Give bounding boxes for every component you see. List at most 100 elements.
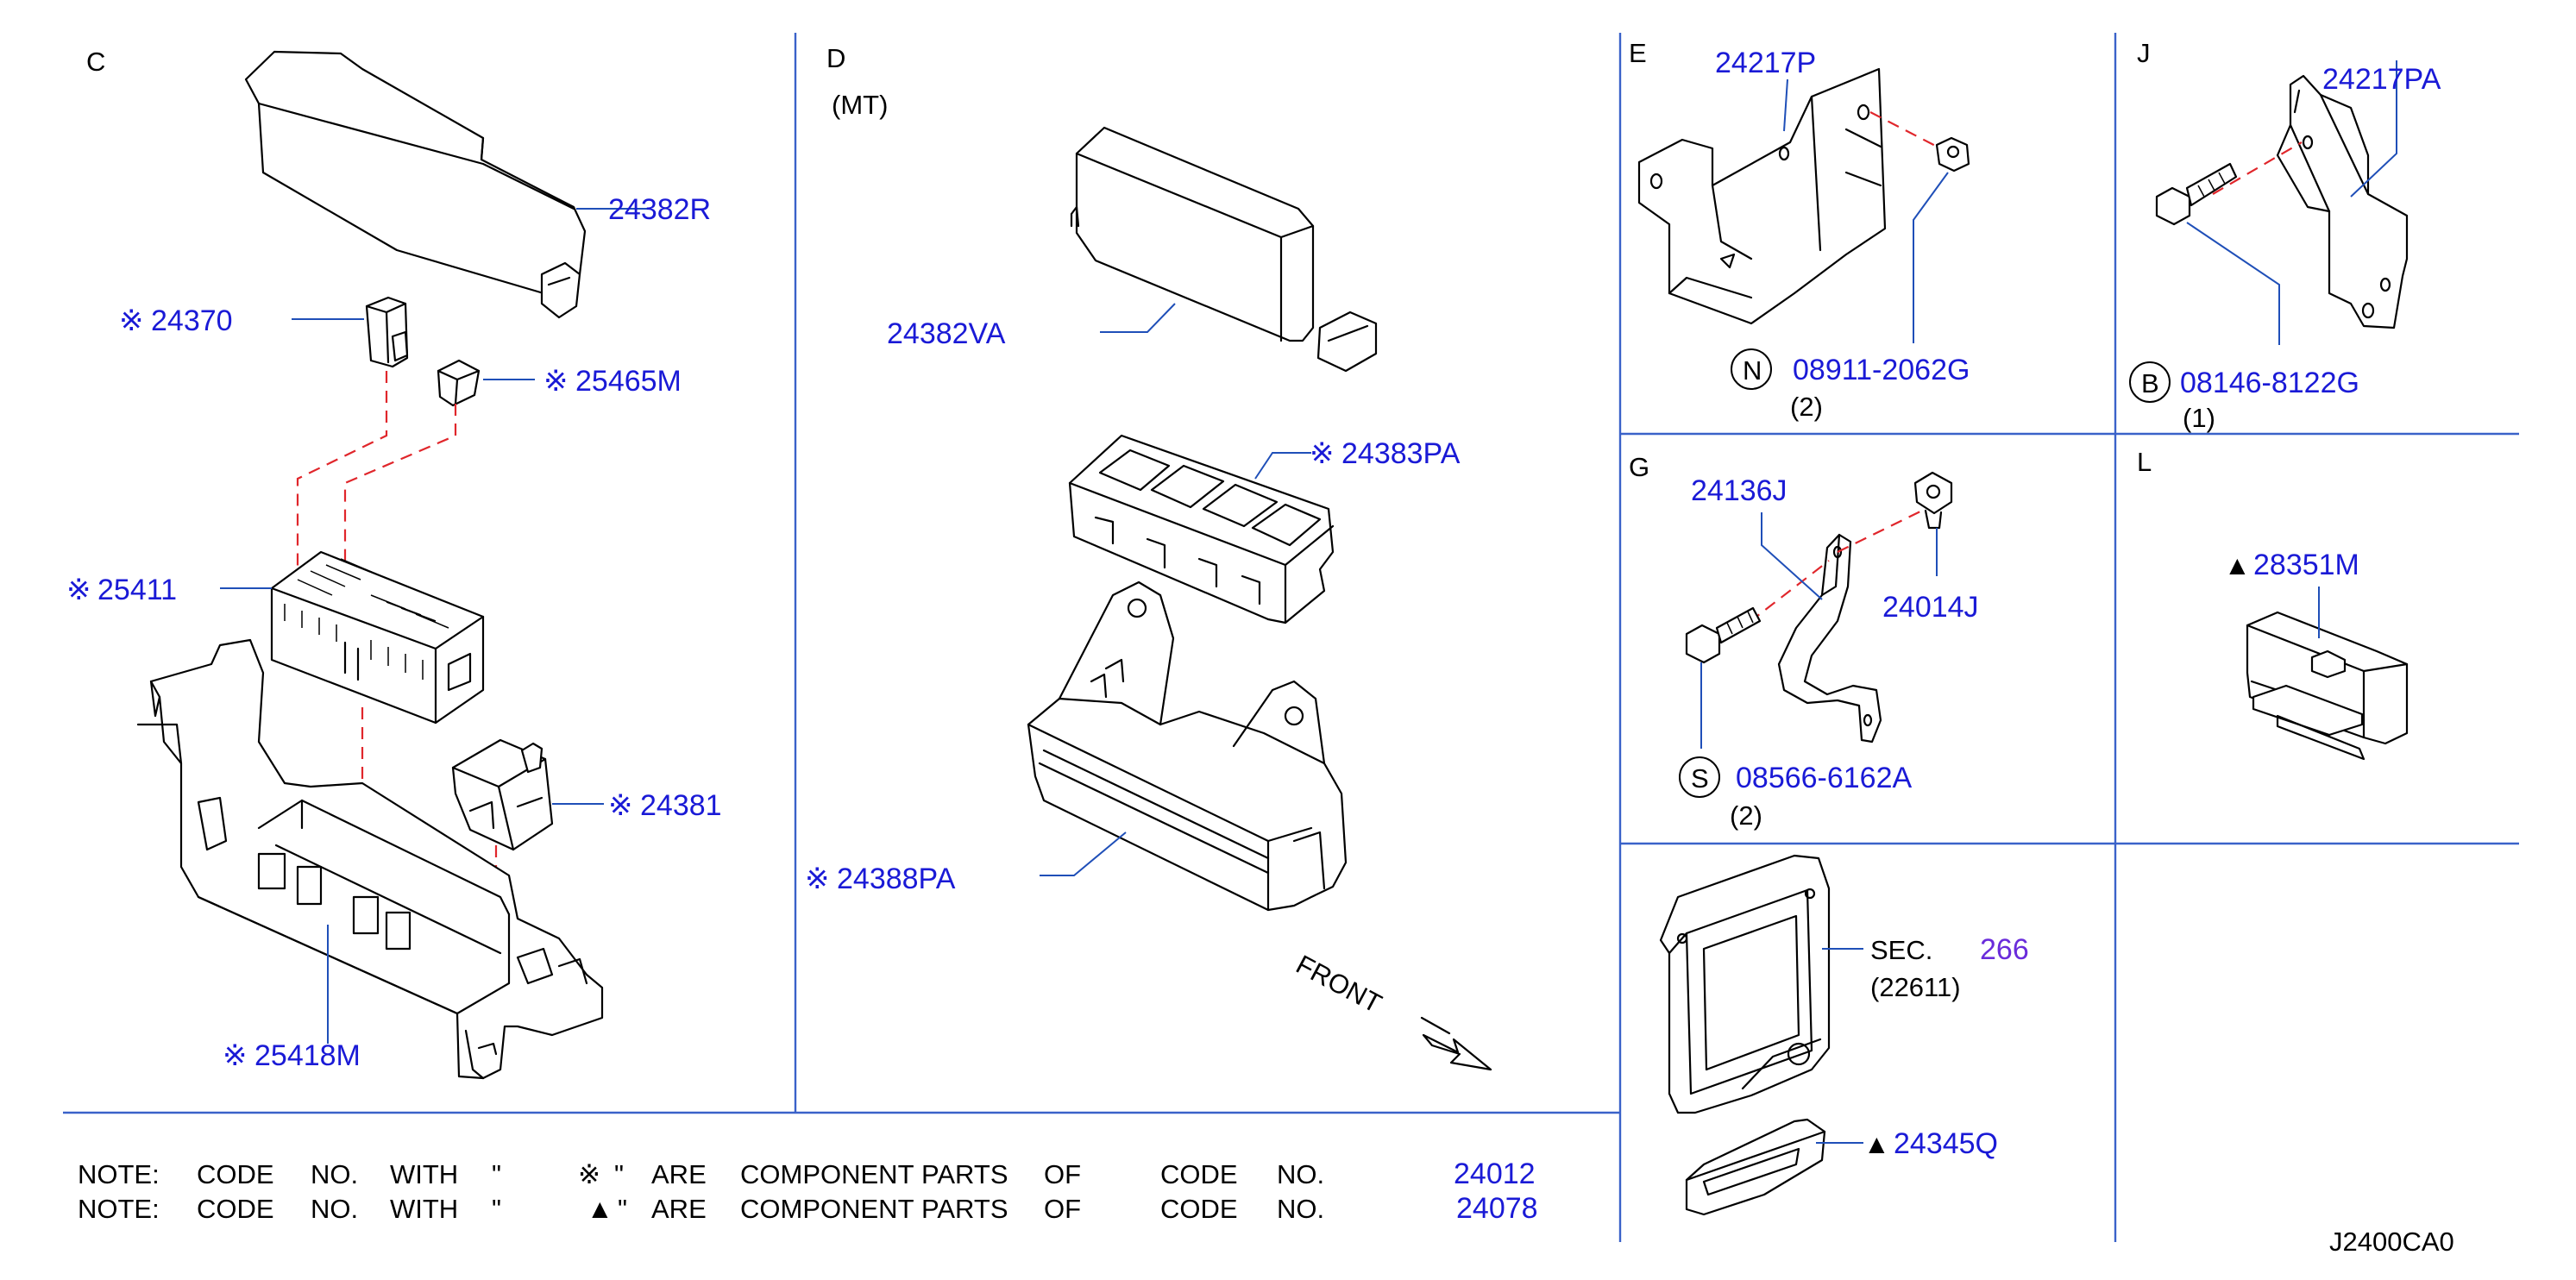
- note-word: ARE: [651, 1194, 707, 1224]
- relay-24370-drawing: [365, 296, 409, 368]
- prefix-letter: B: [2141, 368, 2159, 398]
- quantity-label: (1): [2183, 403, 2215, 433]
- note-word: OF: [1044, 1159, 1081, 1189]
- note-code-24012: 24012: [1454, 1158, 1536, 1190]
- section-e-letter: E: [1629, 38, 1647, 68]
- triangle-mark: ▲: [1863, 1129, 1890, 1159]
- kome-mark: ※: [223, 1039, 248, 1072]
- quantity-label: (2): [1790, 392, 1823, 422]
- part-label-24136J: 24136J: [1691, 474, 1787, 507]
- front-direction-indicator: FRONT: [1291, 949, 1492, 1071]
- section-d-subtitle: (MT): [832, 90, 888, 120]
- part-label-24217PA: 24217PA: [2322, 63, 2441, 96]
- note-word: CODE: [1160, 1194, 1238, 1224]
- kome-mark: ※: [66, 574, 91, 606]
- leader-24382VA: [1100, 303, 1176, 333]
- diagram-id: J2400CA0: [2329, 1227, 2454, 1257]
- note-word: PARTS: [921, 1194, 1008, 1224]
- note-code-24078: 24078: [1456, 1192, 1538, 1225]
- bolt-08566-drawing: [1685, 606, 1762, 664]
- sec-sub-label: (22611): [1870, 972, 1961, 1002]
- note-word: CODE: [197, 1194, 274, 1224]
- note-symbol: ※: [578, 1159, 600, 1189]
- dashed-line-e: [1869, 111, 1946, 152]
- note-word: PARTS: [921, 1159, 1008, 1189]
- note-quote: ": [492, 1194, 501, 1224]
- note-line-2: NOTE: CODE NO. WITH " ▲ " ARE COMPONENT …: [78, 1192, 1538, 1225]
- nut-08911-drawing: [1935, 136, 1970, 173]
- note-word: COMPONENT: [740, 1159, 914, 1189]
- cover-24382R-drawing: [244, 50, 587, 319]
- note-line-1: NOTE: CODE NO. WITH " ※ " ARE COMPONENT …: [78, 1158, 1536, 1190]
- note-word: WITH: [390, 1159, 458, 1189]
- note-prefix: NOTE:: [78, 1194, 160, 1224]
- note-quote: ": [614, 1159, 624, 1189]
- relay-holder-24381-drawing: [451, 738, 554, 851]
- note-word: NO.: [311, 1194, 358, 1224]
- part-label-24370: 24370: [151, 304, 233, 337]
- connector-28351M-drawing: [2246, 611, 2409, 761]
- front-label: FRONT: [1291, 949, 1387, 1019]
- part-label-28351M: 28351M: [2253, 549, 2359, 581]
- base-24388PA-drawing: [1027, 580, 1348, 912]
- note-word: OF: [1044, 1194, 1081, 1224]
- section-l-letter: L: [2137, 447, 2152, 477]
- sec-label: SEC.: [1870, 935, 1932, 965]
- part-label-24383PA: 24383PA: [1341, 437, 1461, 470]
- note-word: CODE: [197, 1159, 274, 1189]
- prefix-circle: [1679, 756, 1720, 798]
- sec-ref-link-266[interactable]: 266: [1980, 933, 2029, 966]
- leader-24383PA: [1254, 452, 1311, 480]
- section-d-letter: D: [826, 43, 845, 73]
- prefix-letter: N: [1743, 355, 1762, 386]
- leader-08911: [1913, 172, 1949, 343]
- clip-24014J-drawing: [1913, 471, 1953, 530]
- kome-mark: ※: [608, 789, 633, 822]
- leader-24388PA: [1040, 831, 1127, 876]
- note-symbol: ▲: [587, 1194, 613, 1224]
- dashed-line-24370: [296, 371, 388, 569]
- section-g-letter: G: [1629, 452, 1649, 482]
- kome-mark: ※: [543, 365, 569, 398]
- bracket-24217PA-drawing: [2276, 74, 2409, 329]
- prefix-circle: [1731, 348, 1772, 390]
- note-word: COMPONENT: [740, 1194, 914, 1224]
- note-word: ARE: [651, 1159, 707, 1189]
- bracket-24217P-drawing: [1637, 67, 1887, 325]
- note-word: NO.: [311, 1159, 358, 1189]
- part-label-08911-2062G: 08911-2062G: [1793, 354, 1970, 386]
- part-label-24014J: 24014J: [1882, 591, 1979, 624]
- part-label-25418M: 25418M: [254, 1039, 361, 1072]
- note-word: CODE: [1160, 1159, 1238, 1189]
- part-label-24345Q: 24345Q: [1894, 1127, 1998, 1160]
- ecu-module-drawing: [1659, 854, 1831, 1114]
- fuse-block-25411-drawing: [270, 550, 485, 725]
- prefix-circle: [2129, 361, 2171, 403]
- section-c-letter: C: [86, 47, 105, 77]
- cover-24382VA-drawing: [1070, 126, 1378, 373]
- part-label-24388PA: 24388PA: [837, 863, 956, 895]
- note-word: WITH: [390, 1194, 458, 1224]
- prefix-letter: S: [1691, 763, 1709, 794]
- fuse-25465M-drawing: [437, 359, 481, 407]
- quantity-label: (2): [1730, 800, 1762, 831]
- kome-mark: ※: [805, 863, 830, 895]
- dashed-line-25465M: [343, 404, 457, 574]
- holder-24383PA-drawing: [1068, 434, 1335, 624]
- triangle-mark: ▲: [2224, 550, 2251, 580]
- part-label-08566-6162A: 08566-6162A: [1736, 762, 1913, 794]
- leader-24217PA: [2350, 60, 2397, 198]
- note-quote: ": [492, 1159, 501, 1189]
- tray-25418M-drawing: [136, 638, 604, 1080]
- note-word: NO.: [1277, 1194, 1324, 1224]
- part-label-24382R: 24382R: [608, 193, 711, 226]
- note-prefix: NOTE:: [78, 1159, 160, 1189]
- section-grid: [63, 33, 2519, 1242]
- kome-mark: ※: [1310, 437, 1335, 470]
- section-j-letter: J: [2137, 38, 2151, 68]
- note-quote: ": [618, 1194, 627, 1224]
- part-label-25411: 25411: [97, 574, 177, 606]
- note-word: NO.: [1277, 1159, 1324, 1189]
- leader-24217P: [1783, 78, 1788, 132]
